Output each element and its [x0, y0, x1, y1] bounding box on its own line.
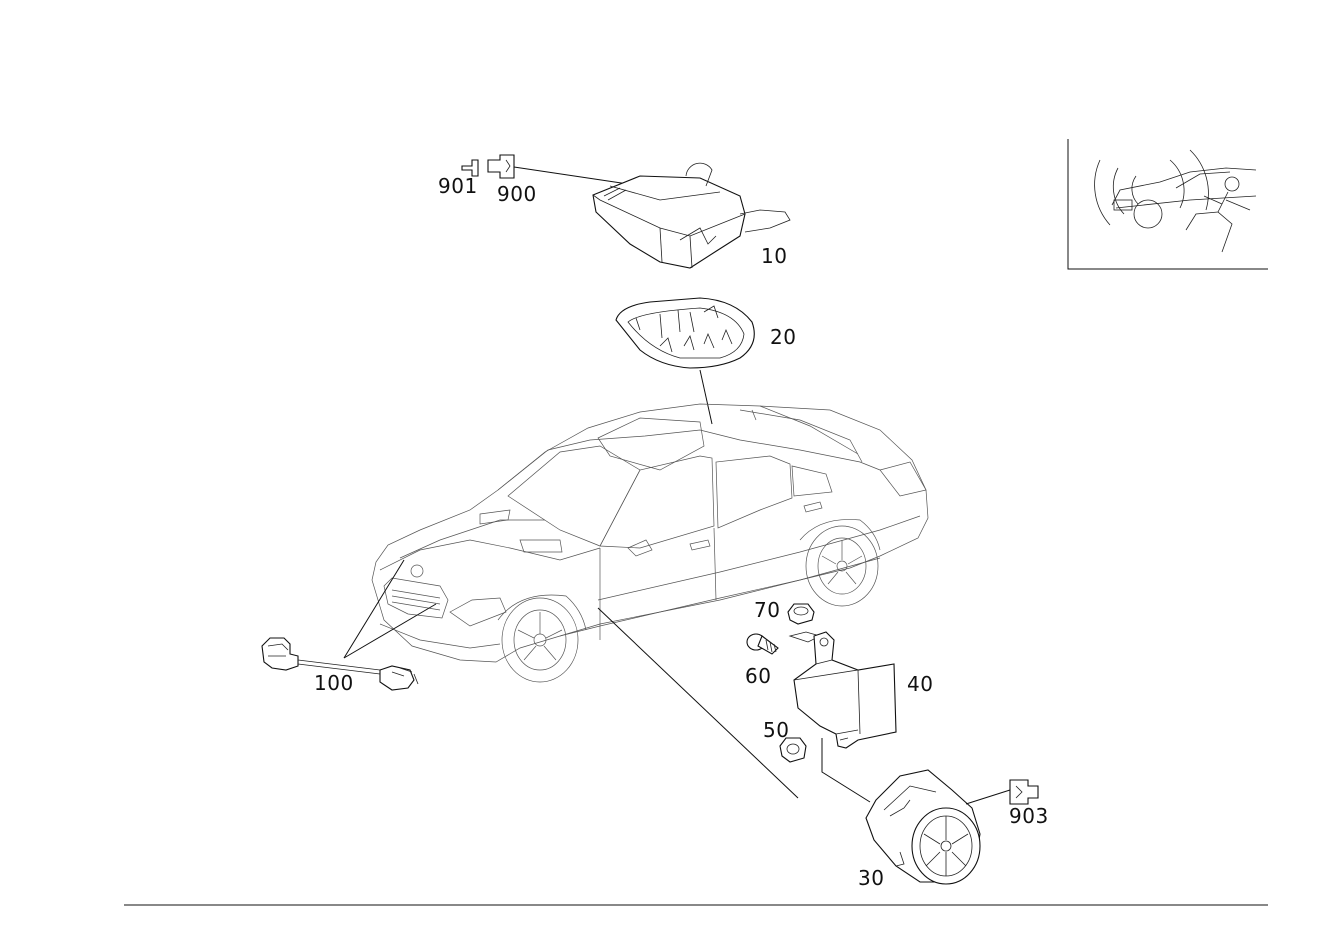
callout-903: 903: [1009, 804, 1049, 828]
connector-900-icon: [487, 154, 515, 179]
callout-100: 100: [314, 671, 354, 695]
alarm-pictogram-icon: [1067, 139, 1268, 270]
nut-70-icon: [787, 603, 815, 625]
siren-30-icon: [865, 769, 981, 885]
bezel-20-icon: [615, 297, 755, 369]
callout-50: 50: [763, 718, 789, 742]
callout-901: 901: [438, 174, 478, 198]
bracket-40-icon: [788, 631, 897, 749]
sensor-harness-100-icon: [261, 637, 419, 691]
vehicle-sedan-icon: [371, 403, 929, 683]
screw-60-icon: [746, 633, 779, 655]
callout-60: 60: [745, 664, 771, 688]
callout-20: 20: [770, 325, 796, 349]
control-unit-10-icon: [592, 162, 791, 269]
connector-901-icon: [461, 159, 479, 177]
nut-50-icon: [779, 737, 807, 763]
callout-40: 40: [907, 672, 933, 696]
callout-900: 900: [497, 182, 537, 206]
connector-903-icon: [1009, 779, 1039, 805]
callout-30: 30: [858, 866, 884, 890]
callout-70: 70: [754, 598, 780, 622]
callout-10: 10: [761, 244, 787, 268]
